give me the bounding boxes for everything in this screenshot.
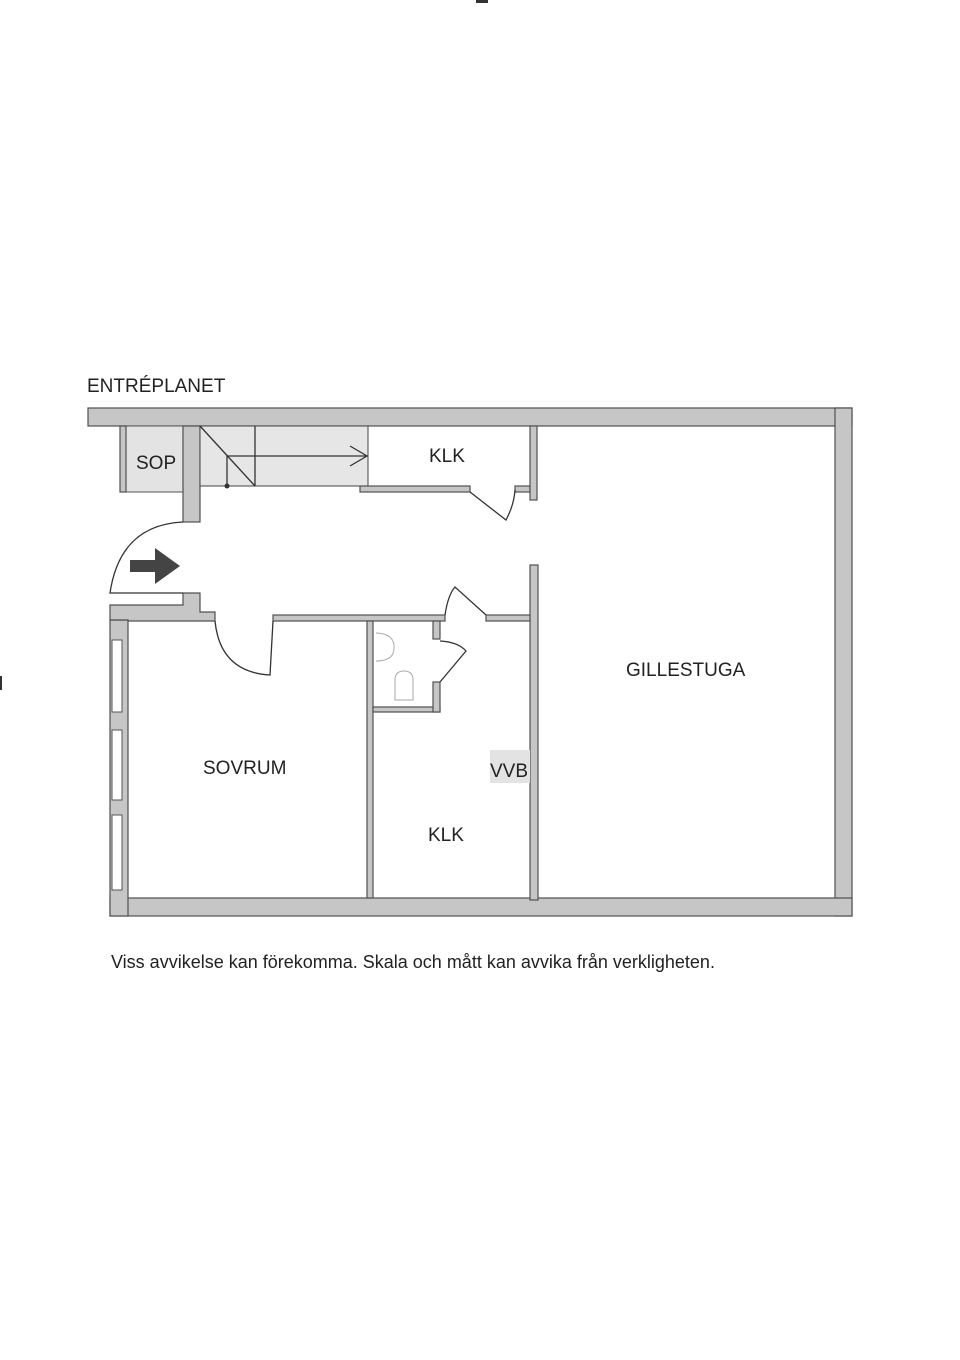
edge-mark	[476, 0, 488, 3]
stair-lines	[199, 425, 369, 487]
door-wc[interactable]	[439, 640, 467, 683]
wall	[366, 620, 374, 899]
wall	[432, 620, 441, 640]
vvb-box	[490, 750, 530, 783]
wall	[182, 425, 201, 523]
sink-icon	[375, 632, 395, 662]
door-klk-bottom[interactable]	[444, 586, 487, 616]
entrance-door[interactable]	[109, 521, 184, 594]
wall-top	[87, 407, 853, 427]
room-label-gillestuga: GILLESTUGA	[626, 660, 746, 681]
wall-right	[834, 407, 853, 917]
wall	[119, 425, 127, 493]
floor-title: ENTRÉPLANET	[87, 376, 226, 397]
room-label-vvb: VVB	[490, 761, 529, 782]
toilet-icon	[394, 670, 414, 701]
door-klk-top[interactable]	[469, 489, 516, 521]
room-label-sop: SOP	[136, 453, 177, 474]
wall	[485, 614, 531, 622]
entrance-arrow-icon	[130, 548, 180, 584]
edge-mark	[0, 676, 2, 690]
wall	[432, 681, 441, 713]
stair-dot	[224, 483, 230, 489]
wall	[372, 706, 441, 713]
room-label-sovrum: SOVRUM	[203, 758, 287, 779]
wall	[359, 485, 471, 493]
wall	[529, 564, 539, 901]
wall-entrance	[109, 592, 216, 622]
room-label-klk-top: KLK	[429, 446, 465, 467]
wall	[529, 425, 538, 501]
disclaimer: Viss avvikelse kan förekomma. Skala och …	[111, 952, 715, 972]
door-sovrum[interactable]	[214, 620, 274, 676]
wall-bottom	[109, 897, 853, 917]
room-label-klk-bottom: KLK	[428, 825, 464, 846]
wall	[272, 614, 446, 622]
sop-room	[125, 425, 184, 493]
wall	[514, 485, 531, 493]
